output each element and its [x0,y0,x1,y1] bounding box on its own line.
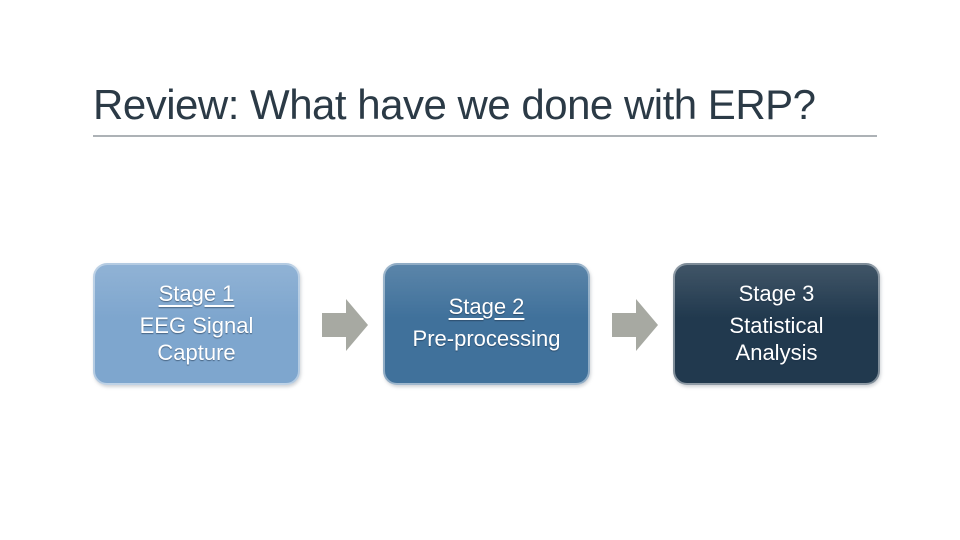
stage-3-body: Statistical Analysis [729,312,824,365]
forward-arrow-icon [612,299,658,351]
forward-arrow-icon [322,299,368,351]
stage-2-heading: Stage 2 [448,293,525,319]
stage-3-heading: Stage 3 [738,280,815,306]
stage-1-heading: Stage 1 [158,280,235,306]
stage-1-box: Stage 1 EEG Signal Capture [93,263,300,385]
forward-arrow-shape [612,299,658,351]
forward-arrow-shape [322,299,368,351]
stage-1-body: EEG Signal Capture [139,312,254,365]
stage-3-box: Stage 3 Statistical Analysis [673,263,880,385]
title-block: Review: What have we done with ERP? [93,81,879,138]
stage-2-box: Stage 2 Pre-processing [383,263,590,385]
title-underline-rule [93,135,877,138]
process-flow: Stage 1 EEG Signal Capture Stage 2 Pre-p… [93,263,880,385]
slide-title: Review: What have we done with ERP? [93,81,816,128]
stage-2-body: Pre-processing [412,326,561,352]
